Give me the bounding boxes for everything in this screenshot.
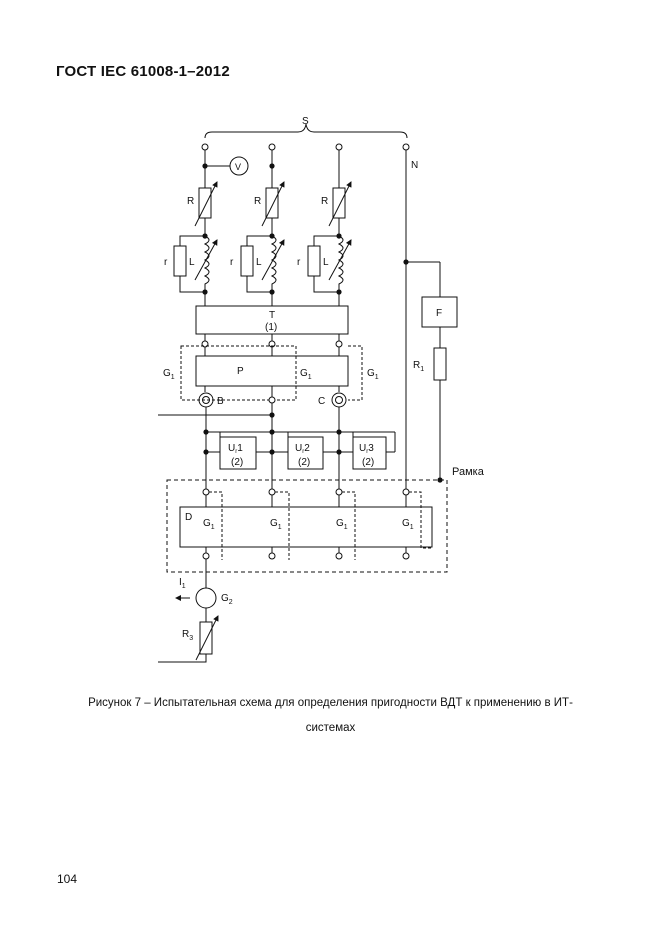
label-small-r-1: r xyxy=(164,257,168,268)
label-v: V xyxy=(235,162,241,172)
label-r1: R1 xyxy=(413,360,424,373)
label-s: S xyxy=(302,116,309,127)
label-l-3: L xyxy=(323,257,329,268)
label-g2: G2 xyxy=(221,593,233,606)
figure-caption-line-1: Рисунок 7 – Испытательная схема для опре… xyxy=(88,697,573,709)
phase-block xyxy=(195,355,349,387)
ammeter-g2 xyxy=(195,587,217,609)
label-l-2: L xyxy=(256,257,262,268)
label-ut3-note: (2) xyxy=(362,457,374,468)
label-i1: I1 xyxy=(179,577,186,590)
voltage-source-1 xyxy=(219,436,257,470)
label-l-1: L xyxy=(189,257,195,268)
label-g1-mid: G1 xyxy=(300,368,312,381)
frame-enclosure xyxy=(166,479,448,573)
device-under-test xyxy=(179,506,433,548)
label-g1-left: G1 xyxy=(163,368,175,381)
resistor-r1 xyxy=(433,347,447,381)
label-p: P xyxy=(237,366,244,377)
label-f: F xyxy=(436,308,442,319)
label-r-3: R xyxy=(321,196,328,207)
label-ut1-note: (2) xyxy=(231,457,243,468)
label-t: T xyxy=(269,310,275,321)
label-r-1: R xyxy=(187,196,194,207)
label-r-2: R xyxy=(254,196,261,207)
label-ut2-note: (2) xyxy=(298,457,310,468)
label-ut1: Ur1 xyxy=(228,443,243,455)
page-number: 104 xyxy=(57,872,78,886)
label-t-note: (1) xyxy=(265,322,277,333)
label-small-r-2: r xyxy=(230,257,234,268)
label-g1-d3: G1 xyxy=(336,518,348,531)
s-brace xyxy=(204,123,408,139)
label-ut3: Ur3 xyxy=(359,443,374,455)
label-b: B xyxy=(217,396,224,407)
label-frame: Рамка xyxy=(452,466,485,478)
label-c: C xyxy=(318,396,325,407)
figure-caption-line-2: системах xyxy=(305,722,356,734)
label-g1-right: G1 xyxy=(367,368,379,381)
label-g1-d1: G1 xyxy=(203,518,215,531)
label-g1-d2: G1 xyxy=(270,518,282,531)
voltage-source-2 xyxy=(287,436,324,470)
label-ut2: Ur2 xyxy=(295,443,310,455)
document-header: ГОСТ IEC 61008-1–2012 xyxy=(56,63,230,80)
label-small-r-3: r xyxy=(297,257,301,268)
voltage-source-3 xyxy=(352,436,387,470)
label-n: N xyxy=(411,160,418,171)
label-d: D xyxy=(185,512,192,523)
label-r3: R3 xyxy=(182,629,193,642)
label-g1-d4: G1 xyxy=(402,518,414,531)
